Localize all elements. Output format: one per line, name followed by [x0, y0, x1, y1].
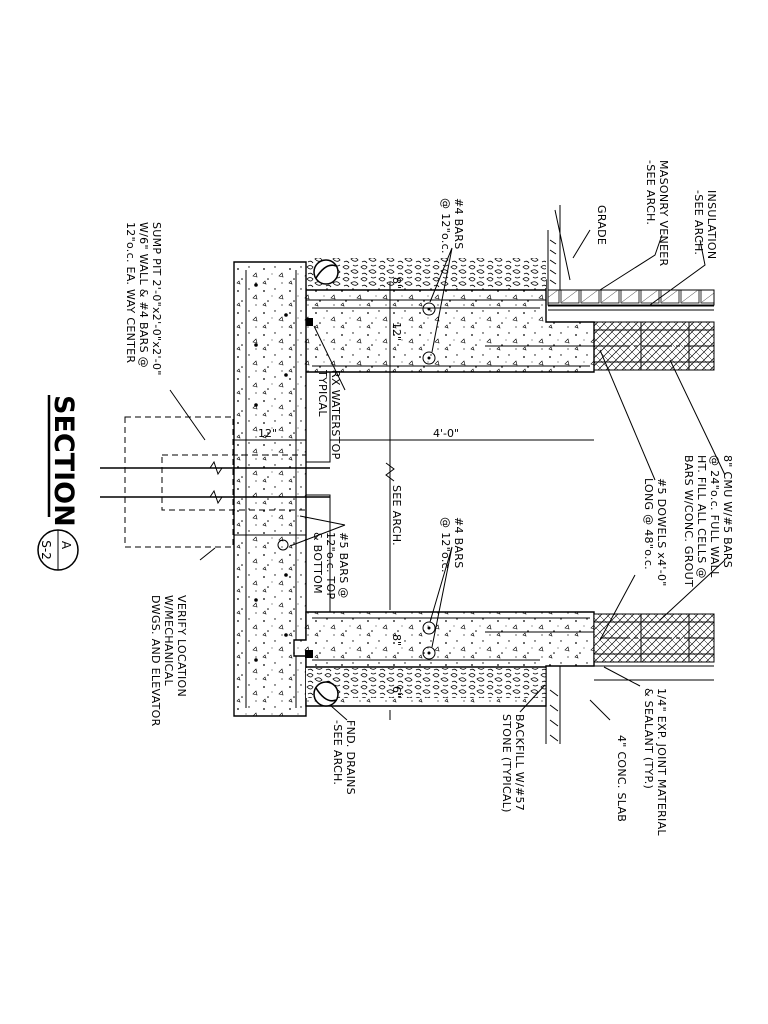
drain-pipe-lower: [313, 681, 339, 707]
svg-text:W/MECHANICAL: W/MECHANICAL: [162, 595, 175, 686]
svg-text:GRADE: GRADE: [595, 205, 608, 245]
fnd-drains-label: FND. DRAINS -SEE ARCH.: [331, 720, 357, 795]
stone-backfill-upper: [306, 258, 546, 288]
insulation-label: INSULATION -SEE ARCH.: [692, 190, 718, 259]
svg-text:12"o.c. TOP: 12"o.c. TOP: [324, 532, 337, 600]
dim-8-lower: 8": [390, 634, 403, 646]
waterstop-upper: [305, 318, 313, 326]
svg-text:6": 6": [390, 686, 403, 698]
svg-text:SUMP PIT 2'-0"x2'-0"x2'-0": SUMP PIT 2'-0"x2'-0"x2'-0": [150, 222, 163, 376]
svg-text:TYPICAL: TYPICAL: [316, 369, 329, 417]
main-slab: [233, 261, 307, 717]
grade-line: [554, 205, 571, 290]
verify-location-label: VERIFY LOCATION W/MECHANICAL DWGS. AND E…: [149, 595, 188, 727]
see-arch-label: SEE ARCH.: [390, 485, 403, 546]
svg-text:DWGS. AND ELEVATOR: DWGS. AND ELEVATOR: [149, 595, 162, 727]
svg-text:LONG @ 48"o.c.: LONG @ 48"o.c.: [642, 478, 655, 570]
svg-text:12"o.c. EA. WAY CENTER: 12"o.c. EA. WAY CENTER: [124, 222, 137, 363]
conc-slab-label: 4" CONC. SLAB: [615, 735, 628, 822]
bars-5-label: #5 BARS @ 12"o.c. TOP & BOTTOM: [311, 532, 350, 600]
svg-text:A: A: [59, 541, 73, 550]
stone-backfill-lower: [306, 668, 546, 698]
svg-text:#5 DOWELS x4'-0": #5 DOWELS x4'-0": [655, 478, 668, 587]
svg-text:@ 12"o.c.: @ 12"o.c.: [439, 517, 452, 573]
dim-6: 6": [390, 686, 403, 698]
bars-4-lower-label: #4 BARS @ 12"o.c.: [439, 517, 465, 573]
svg-text:12": 12": [390, 322, 403, 341]
masonry-veneer: [547, 289, 715, 306]
section-title: SECTION: [47, 395, 79, 527]
svg-text:8" CMU W/#5 BARS: 8" CMU W/#5 BARS: [721, 455, 734, 568]
dim-12-left: 12": [258, 427, 277, 440]
svg-text:& SEALANT (TYP.): & SEALANT (TYP.): [642, 688, 655, 789]
svg-text:-SEE ARCH.: -SEE ARCH.: [644, 160, 657, 225]
exp-joint-label: 1/4" EXP. JOINT MATERIAL & SEALANT (TYP.…: [642, 688, 668, 836]
svg-text:SEE ARCH.: SEE ARCH.: [390, 485, 403, 546]
svg-text:MASONRY VENEER: MASONRY VENEER: [657, 160, 670, 267]
conc-slab-lower: [545, 665, 714, 744]
svg-text:#4 BARS: #4 BARS: [452, 517, 465, 569]
svg-text:BACKFILL W/#57: BACKFILL W/#57: [513, 714, 526, 811]
sump-pit-label: SUMP PIT 2'-0"x2'-0"x2'-0" W/6" WALL & #…: [124, 222, 163, 376]
cmu-label: 8" CMU W/#5 BARS @ 24"o.c. FULL WALL HT.…: [682, 455, 734, 587]
svg-text:FND. DRAINS: FND. DRAINS: [344, 720, 357, 795]
backfill-label: BACKFILL W/#57 STONE (TYPICAL): [500, 714, 526, 813]
svg-text:-SEE ARCH.: -SEE ARCH.: [331, 720, 344, 785]
svg-text:W/6" WALL & #4 BARS @: W/6" WALL & #4 BARS @: [137, 222, 150, 368]
dim-8-upper: 8": [390, 277, 403, 289]
drain-pipe-upper: [313, 259, 339, 285]
grade-label: GRADE: [595, 205, 608, 245]
dim-4-0: 4'-0": [433, 427, 459, 440]
svg-text:STONE (TYPICAL): STONE (TYPICAL): [500, 714, 513, 813]
svg-text:S-2: S-2: [39, 540, 53, 560]
svg-text:4" CONC. SLAB: 4" CONC. SLAB: [615, 735, 628, 822]
svg-text:INSULATION: INSULATION: [705, 190, 718, 259]
waterstop-lower: [305, 650, 313, 658]
svg-text:1/4" EXP. JOINT MATERIAL: 1/4" EXP. JOINT MATERIAL: [655, 688, 668, 836]
dowels-label: #5 DOWELS x4'-0" LONG @ 48"o.c.: [642, 478, 668, 587]
dim-12-upper: 12": [390, 322, 403, 341]
svg-text:BARS W/CONC. GROUT: BARS W/CONC. GROUT: [682, 455, 695, 587]
bars-4-upper-label: #4 BARS @ 12"o.c.: [439, 198, 465, 254]
waterstop-label: RX WATERSTOP TYPICAL: [316, 369, 342, 460]
svg-text:SECTION: SECTION: [48, 395, 79, 527]
section-marker: A S-2: [37, 529, 79, 571]
svg-text:#5 BARS @: #5 BARS @: [337, 532, 350, 599]
svg-text:8": 8": [390, 634, 403, 646]
svg-text:#4 BARS: #4 BARS: [452, 198, 465, 250]
masonry-veneer-label: MASONRY VENEER -SEE ARCH.: [644, 160, 670, 267]
svg-text:8": 8": [390, 277, 403, 289]
svg-text:RX WATERSTOP: RX WATERSTOP: [329, 370, 342, 460]
svg-text:-SEE ARCH.: -SEE ARCH.: [692, 190, 705, 255]
svg-text:VERIFY LOCATION: VERIFY LOCATION: [175, 595, 188, 697]
svg-text:& BOTTOM: & BOTTOM: [311, 532, 324, 594]
sump-pit-outline: [124, 416, 234, 548]
svg-text:@ 24"o.c. FULL WALL: @ 24"o.c. FULL WALL: [708, 455, 721, 578]
svg-text:@ 12"o.c.: @ 12"o.c.: [439, 198, 452, 254]
svg-text:HT. FILL ALL CELLS @: HT. FILL ALL CELLS @: [695, 455, 708, 579]
